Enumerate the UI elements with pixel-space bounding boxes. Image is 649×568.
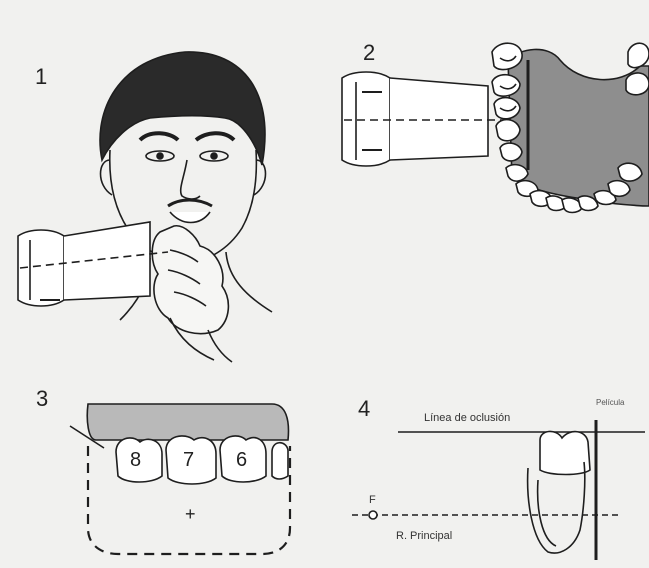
- hair: [100, 52, 265, 165]
- center-mark: +: [185, 504, 196, 525]
- tooth-crown: [540, 431, 590, 474]
- occlusion-line-label: Línea de oclusión: [424, 412, 510, 424]
- panel-2-number: 2: [363, 40, 375, 66]
- panel-3-illustration: [70, 404, 290, 554]
- focus-point: [369, 511, 377, 519]
- panel-1-number: 1: [35, 64, 47, 90]
- tooth-label-8: 8: [130, 449, 141, 472]
- tooth-label-6: 6: [236, 449, 247, 472]
- xray-cone-2: [342, 72, 390, 166]
- mustache: [168, 200, 212, 206]
- tooth-label-7: 7: [183, 449, 194, 472]
- principal-ray-label: R. Principal: [396, 530, 452, 542]
- arm: [208, 330, 232, 362]
- panel-2-illustration: [342, 43, 649, 212]
- film-label: Película: [596, 398, 624, 407]
- panel-3-number: 3: [36, 386, 48, 412]
- panel-4-number: 4: [358, 396, 370, 422]
- right-eyebrow: [196, 133, 234, 140]
- nose: [181, 160, 200, 199]
- left-eyebrow: [140, 133, 178, 140]
- focus-label: F: [369, 494, 376, 506]
- panel-1-illustration: [18, 52, 272, 362]
- tooth-root: [528, 462, 585, 553]
- shoulder: [226, 252, 272, 312]
- gum-area: [87, 404, 288, 440]
- mouth: [170, 212, 210, 223]
- fist: [152, 226, 228, 334]
- molar-teeth: [116, 436, 288, 484]
